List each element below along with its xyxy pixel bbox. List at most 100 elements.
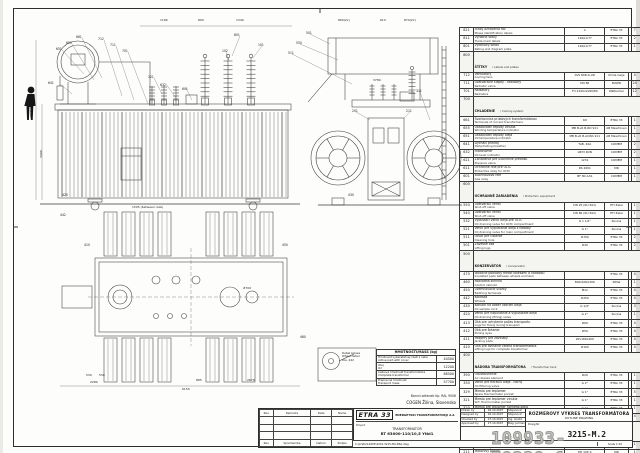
cell <box>258 423 275 433</box>
weight-value: 57700 <box>436 377 456 387</box>
cell-pos: 621 <box>459 156 474 167</box>
cell-type: M12 <box>564 286 606 297</box>
cell-pos: 641 <box>459 140 474 150</box>
cell-manufacturer: ETRA 33 <box>604 43 629 53</box>
cell-pos: 655 <box>459 124 474 134</box>
part-callout: 641 <box>48 81 54 85</box>
cell <box>309 416 333 425</box>
cell-type: G 1/4" <box>564 303 606 313</box>
signoff-date: 27.10.2007 <box>485 421 508 426</box>
cell-type: 800x600x300 <box>564 278 606 288</box>
cell-qty: 1 <box>627 43 640 53</box>
cell-manufacturer: COMEM <box>604 148 629 158</box>
cell-qty: 1 <box>627 449 640 453</box>
cell-manufacturer: Kovina <box>604 225 629 236</box>
cell-qty: 1 <box>627 396 640 406</box>
cell: Podpis <box>331 438 353 448</box>
detail-line: Wheel detail <box>342 354 360 359</box>
cell-type: 1231 <box>564 156 606 167</box>
part-callout: 601 <box>182 87 188 91</box>
part-callout: 102 <box>222 49 228 53</box>
cell-type: G 2" <box>564 311 606 321</box>
cell-qty: 1 <box>627 311 640 321</box>
cell-pos: 600 <box>459 181 474 203</box>
cell-manufacturer: ETRA 33 <box>604 286 629 297</box>
cell-manufacturer: ETRA 33 <box>604 270 629 280</box>
cell-type: BF 80 AAS <box>564 173 606 183</box>
cell-pos: 521 <box>459 225 474 236</box>
cell-qty: 5 <box>627 388 640 398</box>
cell-manufacturer: ETRA 33 <box>604 327 629 337</box>
signoff-name: Stojanovič <box>508 408 522 412</box>
part-callout: 420 <box>62 193 68 197</box>
cell-section: OCHRANNÉ ZARIADENIA / Protection equipme… <box>473 181 640 203</box>
person-scale-figure <box>24 86 36 120</box>
cell-manufacturer: COMEM <box>604 173 629 183</box>
drawing-number-label: Drwg.Nr <box>528 422 540 426</box>
part-callout: 701 <box>122 49 128 53</box>
cell-qty: 2 <box>627 35 640 45</box>
cell-type: DN 80 <box>564 79 606 89</box>
cell-type: MB B+R B-AI/WA 911 <box>564 132 606 142</box>
cell-manufacturer: Kovina <box>604 217 629 227</box>
cell-manufacturer: MAIER <box>604 79 629 89</box>
cell-pos: 442 <box>459 295 474 305</box>
cell-pos: 420 <box>459 311 474 321</box>
cell-pos: 611 <box>459 165 474 175</box>
cell <box>258 431 275 440</box>
cell-manufacturer: Klima Celje <box>604 71 629 81</box>
cell-type: TAB, 40A <box>564 140 606 150</box>
cell-pos: 711 <box>459 79 474 89</box>
cell-manufacturer: Kovina <box>604 311 629 321</box>
cell-manufacturer: ETRA 33 <box>604 35 629 45</box>
part-callout: 121 <box>148 75 154 79</box>
dimension-label: 6150 <box>182 387 190 391</box>
cell <box>309 431 333 440</box>
cell-qty: 4 <box>627 286 640 297</box>
cell-type: G 2" <box>564 380 606 390</box>
cell-qty: 4 <box>627 319 640 329</box>
signoff-date: 26.10.2007 <box>485 408 508 413</box>
cell-qty: 2 <box>627 148 640 158</box>
cell-manufacturer: ETRA 33 <box>604 242 629 252</box>
cell-section: KONZERVÁTOR / Conservator <box>473 250 640 272</box>
cell-pos: 470 <box>459 270 474 280</box>
cell-manufacturer: COMEM <box>604 156 629 167</box>
cell <box>331 431 353 440</box>
cell-pos: 412 <box>459 327 474 337</box>
part-callout: 661 <box>76 35 82 39</box>
cell: Remarks <box>273 408 311 418</box>
cell-manufacturer: ETI Italia <box>604 201 629 211</box>
cell-pos: 511 <box>459 234 474 244</box>
cell-pos: 330 <box>459 380 474 390</box>
company-logo: ETRA 33 <box>356 410 394 420</box>
part-callout: 211 <box>406 109 412 113</box>
cell: Date <box>309 408 333 418</box>
